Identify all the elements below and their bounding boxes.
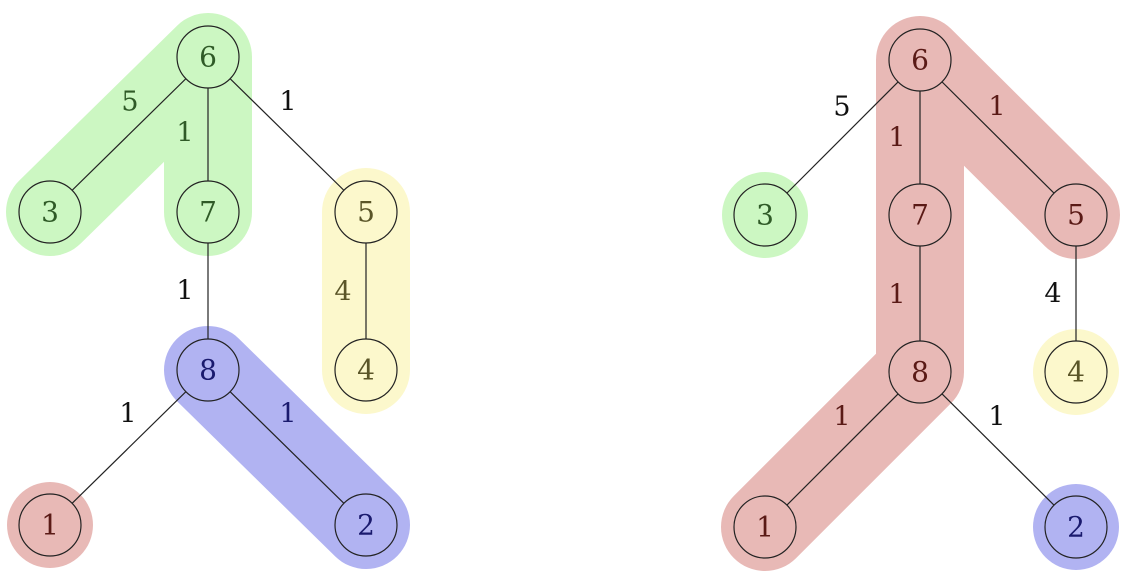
- node-label: 2: [1067, 511, 1085, 544]
- node-label: 3: [41, 196, 59, 229]
- node-circle: [1044, 340, 1108, 404]
- node-circle: [733, 495, 797, 559]
- node-circle: [1044, 183, 1108, 247]
- node-label: 7: [199, 196, 217, 229]
- edge-weight-label: 4: [1044, 279, 1061, 310]
- edge-weight-label: 5: [121, 87, 138, 118]
- node-8: 8: [888, 340, 952, 404]
- node-circle: [334, 180, 398, 244]
- node-circle: [18, 180, 82, 244]
- node-4: 4: [334, 338, 398, 402]
- node-circle: [334, 493, 398, 557]
- node-6: 6: [888, 28, 952, 92]
- node-label: 5: [357, 196, 375, 229]
- edge-weight-label: 5: [833, 92, 850, 123]
- node-1: 1: [18, 493, 82, 557]
- node-circle: [888, 28, 952, 92]
- edge-weight-label: 1: [988, 402, 1005, 433]
- edge-weight-label: 1: [833, 402, 850, 433]
- node-1: 1: [733, 495, 797, 559]
- node-4: 4: [1044, 340, 1108, 404]
- node-label: 5: [1067, 199, 1085, 232]
- node-label: 7: [911, 199, 929, 232]
- node-circle: [1044, 495, 1108, 559]
- node-label: 8: [199, 354, 217, 387]
- node-label: 4: [1067, 356, 1085, 389]
- node-label: 6: [199, 41, 217, 74]
- node-circle: [888, 340, 952, 404]
- node-circle: [176, 25, 240, 89]
- node-5: 5: [1044, 183, 1108, 247]
- node-2: 2: [334, 493, 398, 557]
- node-circle: [18, 493, 82, 557]
- edge-weight-label: 1: [279, 87, 296, 118]
- edge-8-1: [764, 371, 921, 528]
- node-label: 1: [756, 511, 774, 544]
- node-circle: [176, 180, 240, 244]
- node-6: 6: [176, 25, 240, 89]
- edge-6-3: [49, 56, 209, 213]
- edge-6-5: [919, 59, 1077, 216]
- left-tree: 5 1 1 4 1 1 1 6 3 7 5 4 8 2 1: [6, 13, 410, 569]
- node-circle: [888, 183, 952, 247]
- node-label: 8: [911, 356, 929, 389]
- node-7: 7: [888, 183, 952, 247]
- edge-weight-label: 1: [176, 118, 193, 149]
- node-label: 6: [911, 44, 929, 77]
- node-3: 3: [733, 183, 797, 247]
- edge-8-1: [49, 369, 209, 526]
- node-circle: [334, 338, 398, 402]
- edge-weight-label: 4: [334, 277, 351, 308]
- node-5: 5: [334, 180, 398, 244]
- edge-8-2: [919, 371, 1077, 528]
- node-8: 8: [176, 338, 240, 402]
- node-label: 4: [357, 354, 375, 387]
- right-tree: 5 1 1 4 1 1 1 6 7 5 8 1 3 4 2: [721, 16, 1120, 571]
- edge-weight-label: 1: [888, 280, 905, 311]
- node-label: 2: [357, 509, 375, 542]
- node-label: 3: [756, 199, 774, 232]
- edge-weight-label: 1: [176, 276, 193, 307]
- edge-8-2: [207, 369, 367, 526]
- node-label: 1: [41, 509, 59, 542]
- edge-weight-label: 1: [279, 399, 296, 430]
- node-7: 7: [176, 180, 240, 244]
- edge-6-3: [764, 59, 921, 216]
- edge-6-5: [207, 56, 367, 213]
- node-circle: [733, 183, 797, 247]
- node-3: 3: [18, 180, 82, 244]
- node-circle: [176, 338, 240, 402]
- edge-weight-label: 1: [888, 123, 905, 154]
- edge-weight-label: 1: [119, 399, 136, 430]
- node-2: 2: [1044, 495, 1108, 559]
- edge-weight-label: 1: [988, 92, 1005, 123]
